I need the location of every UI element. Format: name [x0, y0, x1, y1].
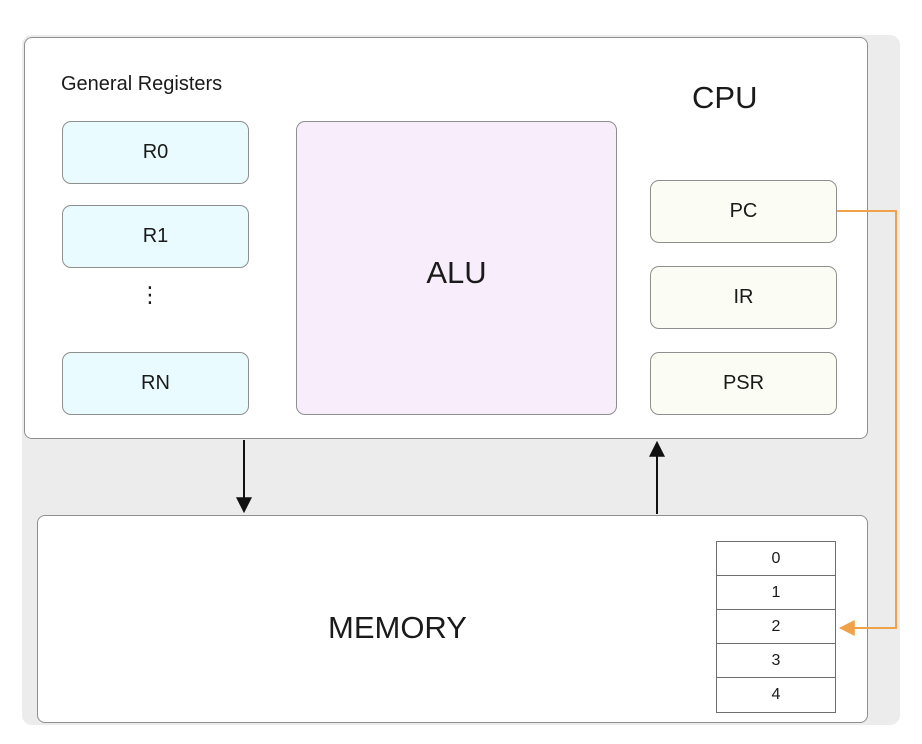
register-ir: IR	[650, 266, 837, 329]
memory-cell-4: 4	[771, 686, 781, 703]
register-psr: PSR	[650, 352, 837, 415]
memory-cell-3: 3	[717, 644, 835, 678]
register-rn: RN	[62, 352, 249, 415]
memory-cells: 0 1 2 3 4	[716, 541, 836, 713]
cpu-label: CPU	[692, 80, 758, 115]
register-r1: R1	[62, 205, 249, 268]
register-r0: R0	[62, 121, 249, 184]
general-registers-label: General Registers	[61, 73, 223, 95]
register-pc: PC	[650, 180, 837, 243]
memory-cell-2: 2	[717, 610, 835, 644]
memory-cell-1: 1	[717, 576, 835, 610]
register-ellipsis: ⋮	[139, 282, 161, 307]
alu-label: ALU	[426, 255, 487, 290]
memory-label: MEMORY	[328, 610, 467, 645]
memory-cell-0: 0	[717, 542, 835, 576]
alu-box: ALU	[296, 121, 617, 415]
